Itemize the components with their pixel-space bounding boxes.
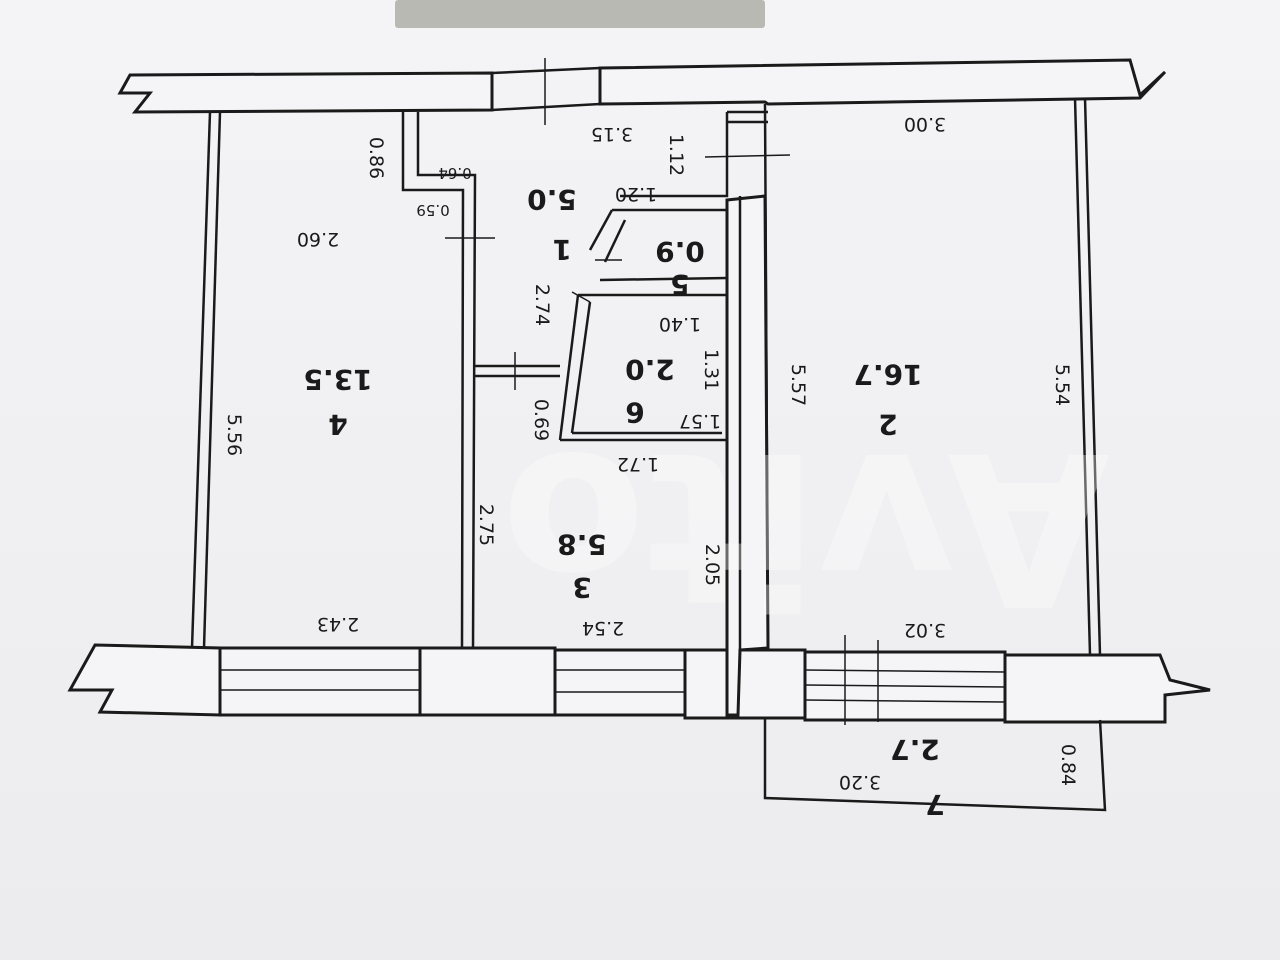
- watermark-text: Avito: [501, 405, 1110, 650]
- bottom-wall: [67, 635, 1211, 725]
- dim-3-20: 3.20: [839, 771, 881, 793]
- dim-2-74: 2.74: [531, 284, 553, 326]
- watermark-logo: Avito: [501, 405, 1110, 650]
- dim-3-00: 3.00: [904, 113, 946, 135]
- room-1-number: 1: [552, 233, 571, 266]
- room-1-label: 1 5.0: [527, 183, 577, 266]
- dim-2-54: 2.54: [582, 617, 624, 639]
- dim-0-69: 0.69: [530, 399, 552, 441]
- room-2-walls: [763, 97, 1102, 656]
- tape-strip: [395, 0, 765, 28]
- top-wall: [117, 58, 1167, 125]
- room-7-area: 2.7: [890, 733, 940, 766]
- room-6-area: 2.0: [625, 353, 675, 386]
- room-2-label: 2 16.7: [853, 358, 922, 441]
- room-5-area: 0.9: [655, 235, 705, 268]
- dim-1-72: 1.72: [617, 453, 659, 475]
- dim-2-05: 2.05: [701, 544, 723, 586]
- room-3-label: 3 5.8: [557, 528, 607, 604]
- room-6-number: 6: [625, 396, 644, 429]
- center-walls: [558, 110, 791, 717]
- room-4-number: 4: [328, 408, 347, 441]
- room-3-area: 5.8: [557, 528, 607, 561]
- dim-2-75: 2.75: [475, 504, 497, 546]
- dim-0-59: 0.59: [416, 201, 449, 219]
- porch-outline: [763, 718, 1107, 812]
- room-5-number: 5: [670, 268, 689, 301]
- room-1-area: 5.0: [527, 183, 577, 216]
- dimension-labels: 3.15 1.12 3.00 0.86 0.64 0.59 2.60 1.20 …: [223, 113, 1079, 793]
- dim-5-57: 5.57: [787, 364, 809, 406]
- room-3-number: 3: [572, 571, 591, 604]
- dim-1-20: 1.20: [615, 183, 657, 205]
- dim-1-40: 1.40: [659, 313, 701, 335]
- room-7-label: 7 2.7: [890, 733, 945, 821]
- dim-2-43: 2.43: [317, 613, 359, 635]
- room-4-label: 4 13.5: [303, 363, 372, 441]
- dim-0-64: 0.64: [438, 164, 471, 182]
- dim-1-57: 1.57: [679, 410, 721, 432]
- room-4-area: 13.5: [303, 363, 372, 396]
- room-5-label: 5 0.9: [655, 235, 705, 301]
- dim-2-60: 2.60: [297, 228, 339, 250]
- room-2-area: 16.7: [853, 358, 922, 391]
- dim-1-31: 1.31: [700, 349, 722, 391]
- dim-3-15: 3.15: [591, 123, 633, 145]
- dim-0-86: 0.86: [365, 137, 387, 179]
- room-2-number: 2: [878, 408, 897, 441]
- dim-3-02: 3.02: [904, 619, 946, 641]
- dim-1-12: 1.12: [665, 134, 687, 176]
- dim-5-56: 5.56: [223, 414, 245, 456]
- room-6-label: 6 2.0: [625, 353, 675, 429]
- dim-0-84: 0.84: [1057, 744, 1079, 786]
- dim-5-54: 5.54: [1051, 364, 1073, 406]
- room-4-walls: [190, 111, 560, 649]
- room-7-number: 7: [925, 788, 944, 821]
